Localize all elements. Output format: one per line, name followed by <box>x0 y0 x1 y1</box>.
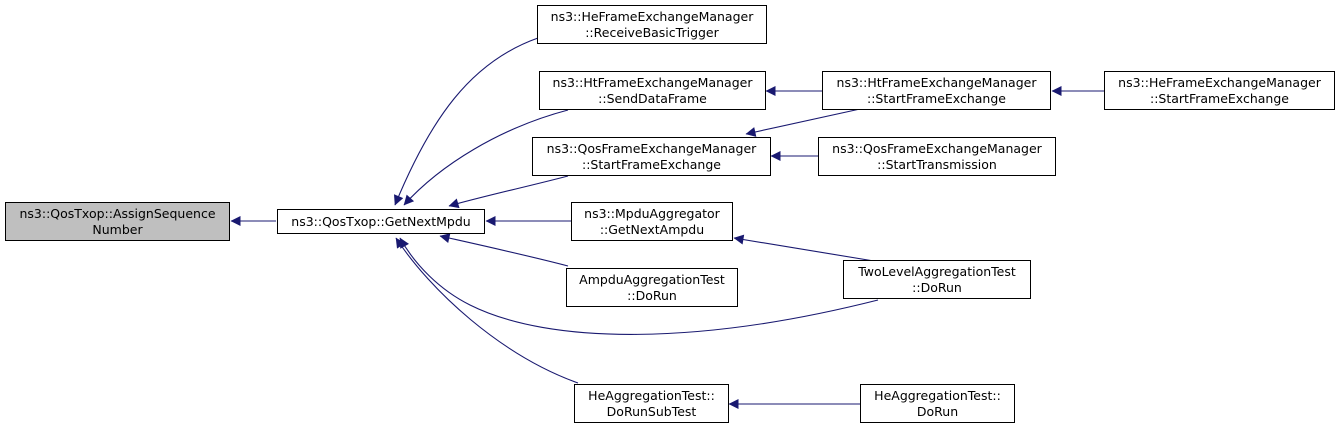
edge-ht-sdf-to-getnext <box>403 109 569 206</box>
node-mpdu-aggregator-get-next-ampdu[interactable]: ns3::MpduAggregator ::GetNextAmpdu <box>571 202 733 241</box>
node-label-line2: ::SendDataFrame <box>598 90 707 106</box>
edge-ht-sfe-to-qos-sfe <box>745 108 861 137</box>
node-ht-start-frame-exchange[interactable]: ns3::HtFrameExchangeManager ::StartFrame… <box>822 71 1051 110</box>
node-label-line1: ns3::MpduAggregator <box>584 205 720 221</box>
node-label-line1: HeAggregationTest:: <box>588 387 715 403</box>
node-ampdu-aggregation-test-dorun[interactable]: AmpduAggregationTest ::DoRun <box>566 268 738 307</box>
edge-he-rbt-to-getnext <box>393 37 539 206</box>
node-he-start-frame-exchange[interactable]: ns3::HeFrameExchangeManager ::StartFrame… <box>1104 71 1335 110</box>
node-label-line1: ns3::HeFrameExchangeManager <box>550 8 754 24</box>
node-label-line1: ns3::QosTxop::AssignSequence <box>19 205 216 221</box>
node-label-line2: ::StartFrameExchange <box>1150 90 1289 106</box>
edge-ampdu-dr-to-getnext <box>439 233 569 267</box>
node-he-aggregation-test-dorun[interactable]: HeAggregationTest:: DoRun <box>860 384 1015 423</box>
node-qos-start-frame-exchange[interactable]: ns3::QosFrameExchangeManager ::StartFram… <box>532 137 771 176</box>
node-label-line1: ns3::HeFrameExchangeManager <box>1118 74 1321 90</box>
edge-two-dr-to-mpdu-ga <box>733 234 881 263</box>
node-label-line1: ns3::QosTxop::GetNextMpdu <box>291 213 471 229</box>
node-get-next-mpdu[interactable]: ns3::QosTxop::GetNextMpdu <box>277 209 485 234</box>
node-label-line2: ::GetNextAmpdu <box>599 221 705 237</box>
node-label-line2: ::StartTransmission <box>877 156 997 172</box>
node-label-line1: AmpduAggregationTest <box>579 271 725 287</box>
node-label-line2: DoRun <box>916 403 959 419</box>
node-he-receive-basic-trigger[interactable]: ns3::HeFrameExchangeManager ::ReceiveBas… <box>537 5 767 44</box>
edge-two-dr-to-getnext <box>399 237 879 335</box>
node-label-line1: ns3::HtFrameExchangeManager <box>552 74 753 90</box>
node-label-line2: ::ReceiveBasicTrigger <box>585 24 719 40</box>
node-label-line2: DoRunSubTest <box>606 403 697 419</box>
node-label-line1: ns3::QosFrameExchangeManager <box>832 140 1042 156</box>
node-label-line2: ::DoRun <box>627 287 677 303</box>
node-he-aggregation-test-dorunsubtest[interactable]: HeAggregationTest:: DoRunSubTest <box>574 384 729 423</box>
node-label-line1: TwoLevelAggregationTest <box>858 263 1016 279</box>
node-two-level-aggregation-test-dorun[interactable]: TwoLevelAggregationTest ::DoRun <box>843 260 1031 299</box>
edge-he-drst-to-getnext <box>395 237 579 384</box>
node-label-line1: HeAggregationTest:: <box>874 387 1001 403</box>
node-label-line2: ::StartFrameExchange <box>867 90 1006 106</box>
node-label-line2: ::DoRun <box>912 279 962 295</box>
node-ht-send-data-frame[interactable]: ns3::HtFrameExchangeManager ::SendDataFr… <box>539 71 766 110</box>
node-qos-start-transmission[interactable]: ns3::QosFrameExchangeManager ::StartTran… <box>818 137 1056 176</box>
node-label-line2: ::StartFrameExchange <box>582 156 721 172</box>
node-label-line1: ns3::HtFrameExchangeManager <box>836 74 1037 90</box>
edge-qos-sfe-to-getnext <box>448 175 569 209</box>
node-label-line2: Number <box>92 221 143 237</box>
node-assign-sequence-number: ns3::QosTxop::AssignSequence Number <box>5 202 230 241</box>
node-label-line1: ns3::QosFrameExchangeManager <box>546 140 757 156</box>
